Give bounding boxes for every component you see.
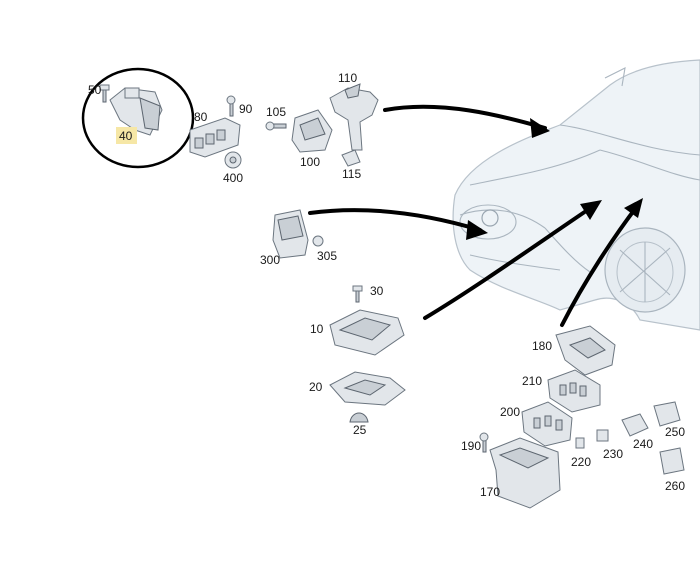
label-200: 200 bbox=[500, 405, 520, 419]
part-80-connector-block[interactable] bbox=[189, 117, 241, 158]
part-180-housing-cover[interactable] bbox=[555, 325, 616, 376]
label-300: 300 bbox=[260, 253, 280, 267]
label-260: 260 bbox=[665, 479, 685, 493]
label-20: 20 bbox=[309, 380, 323, 394]
part-40-bracket[interactable] bbox=[109, 87, 163, 136]
label-190: 190 bbox=[461, 439, 481, 453]
label-210: 210 bbox=[522, 374, 542, 388]
label-115: 115 bbox=[342, 167, 361, 181]
part-110-bracket[interactable] bbox=[329, 83, 379, 151]
label-30: 30 bbox=[370, 284, 384, 298]
part-250-connector[interactable] bbox=[653, 401, 681, 427]
part-170-box[interactable] bbox=[489, 437, 561, 509]
label-250: 250 bbox=[665, 425, 685, 439]
part-220-relay[interactable] bbox=[575, 437, 585, 449]
label-220: 220 bbox=[571, 455, 591, 469]
label-105: 105 bbox=[266, 105, 286, 119]
label-180: 180 bbox=[532, 339, 552, 353]
labels: 50 40 80 90 400 105 100 110 115 300 305 … bbox=[88, 71, 685, 499]
arrow-lower-right bbox=[560, 203, 640, 327]
label-100: 100 bbox=[300, 155, 320, 169]
label-40: 40 bbox=[119, 129, 133, 143]
label-170: 170 bbox=[480, 485, 500, 499]
part-210-fuse-holder[interactable] bbox=[547, 369, 601, 413]
highlight-circle bbox=[81, 67, 195, 169]
part-10-control-module[interactable] bbox=[329, 309, 405, 356]
part-50-screw[interactable] bbox=[99, 84, 110, 103]
car-front-view bbox=[452, 59, 700, 331]
part-90-screw[interactable] bbox=[226, 95, 236, 117]
label-305: 305 bbox=[317, 249, 337, 263]
part-190-screw[interactable] bbox=[479, 432, 489, 453]
part-400-grommet[interactable] bbox=[224, 151, 242, 169]
part-20-mounting-bracket[interactable] bbox=[329, 371, 406, 406]
label-50: 50 bbox=[88, 83, 102, 97]
label-25: 25 bbox=[353, 423, 367, 437]
part-240-connector[interactable] bbox=[621, 413, 649, 437]
label-110: 110 bbox=[338, 71, 357, 85]
arrows bbox=[308, 104, 643, 327]
label-80: 80 bbox=[194, 110, 208, 124]
part-300-control-unit[interactable] bbox=[272, 209, 309, 259]
part-230-relay[interactable] bbox=[596, 429, 609, 442]
label-40-highlight bbox=[116, 127, 137, 144]
part-30-screw[interactable] bbox=[352, 285, 363, 303]
part-260-connector[interactable] bbox=[659, 447, 685, 475]
label-240: 240 bbox=[633, 437, 653, 451]
arrow-lower-left bbox=[423, 203, 597, 320]
label-400: 400 bbox=[223, 171, 243, 185]
arrow-top bbox=[383, 104, 547, 130]
arrow-middle bbox=[308, 208, 482, 232]
label-230: 230 bbox=[603, 447, 623, 461]
part-100-module[interactable] bbox=[291, 109, 333, 153]
part-25-grommet[interactable] bbox=[349, 412, 369, 423]
part-115-clip[interactable] bbox=[341, 149, 361, 167]
part-105-bolt[interactable] bbox=[265, 121, 287, 131]
label-10: 10 bbox=[310, 322, 324, 336]
part-200-relay-holder[interactable] bbox=[521, 401, 573, 447]
part-305-plug[interactable] bbox=[312, 235, 324, 247]
label-90: 90 bbox=[239, 102, 253, 116]
